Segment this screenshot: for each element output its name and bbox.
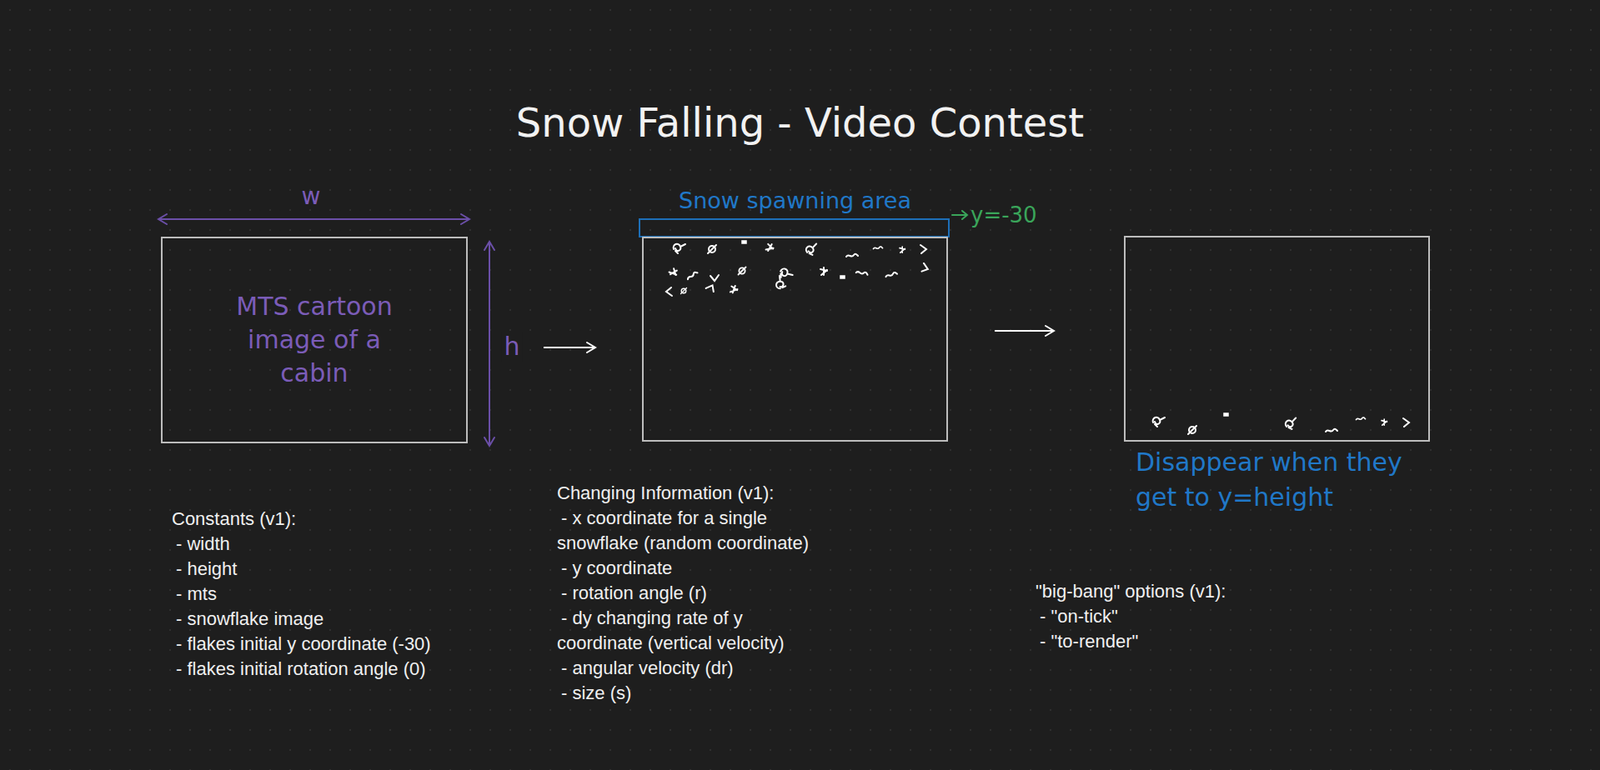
snowflake <box>1325 429 1338 432</box>
snowflake <box>742 240 747 244</box>
list-item: - angular velocity (dr) <box>556 656 823 682</box>
width-dimension <box>158 214 470 225</box>
snowflakes-falling <box>666 240 930 296</box>
snowflake <box>775 275 788 291</box>
spawn-area <box>639 219 949 237</box>
snowflake <box>1403 418 1410 427</box>
list-heading: Constants (v1): <box>171 506 531 532</box>
list-heading: Changing Information (v1): <box>556 481 823 507</box>
dimension-label: h <box>501 331 522 362</box>
list-item: - rotation angle (r) <box>556 581 823 607</box>
list-item: - dy changing rate of y coordinate (vert… <box>556 606 823 657</box>
snowflake <box>729 285 739 295</box>
snowflake <box>673 244 686 254</box>
snowflake <box>707 245 717 254</box>
arrow-head <box>586 342 596 353</box>
list-item: - width <box>171 531 531 557</box>
state-box: MTS cartoon image of a cabin <box>160 236 468 444</box>
dimension-line <box>484 241 495 447</box>
diagram-title: Snow Falling - Video Contest <box>0 98 1600 147</box>
snowflake <box>686 270 698 280</box>
snowflake <box>738 267 747 276</box>
snowflake <box>805 243 820 256</box>
snowflake <box>899 246 905 253</box>
snowflake <box>1381 419 1387 426</box>
list-item: - x coordinate for a single snowflake (r… <box>556 506 823 557</box>
height-dimension <box>484 241 495 447</box>
box-text: MTS cartoon image of a cabin <box>210 290 419 391</box>
list-item: - snowflake image <box>171 606 531 632</box>
transition-arrow <box>467 342 643 353</box>
snowflake <box>885 272 898 278</box>
list-item: - "to-render" <box>1035 629 1370 655</box>
snowflake <box>668 267 679 277</box>
state-box: Disappear when they get to y=height <box>1123 235 1430 442</box>
snowflake <box>846 254 858 257</box>
snowflake <box>1153 417 1165 427</box>
arrow-line <box>467 346 643 349</box>
list-heading: "big-bang" options (v1): <box>1035 579 1370 605</box>
snowflake <box>681 288 688 295</box>
list-item: - flakes initial rotation angle (0) <box>171 657 531 683</box>
state-box: Snow spawning area <box>642 236 948 442</box>
arrow-head <box>1045 326 1054 337</box>
note-list: Changing Information (v1):- x coordinate… <box>556 481 823 707</box>
arrow-line <box>947 330 1124 332</box>
snowflake <box>1188 426 1197 435</box>
snowflake <box>856 270 868 276</box>
dimension-label: w <box>301 182 322 211</box>
snowflake <box>920 245 927 254</box>
note-list: Constants (v1):- width- height- mts- sno… <box>171 506 531 683</box>
snowflake <box>1284 417 1300 431</box>
snowflake <box>706 283 717 293</box>
box-heading: Snow spawning area <box>643 186 947 216</box>
coordinate-label: y=-30 <box>970 201 1038 229</box>
box-heading: Disappear when they get to y=height <box>1135 445 1411 516</box>
snowflake <box>710 275 719 281</box>
snowflakes-landed <box>1153 413 1410 435</box>
list-item: - size (s) <box>556 681 823 707</box>
snowflake <box>921 263 930 274</box>
dimension-line <box>158 214 470 225</box>
snowflake <box>820 267 828 276</box>
snowflake <box>1223 413 1229 417</box>
list-item: - flakes initial y coordinate (-30) <box>171 631 531 658</box>
snowflake <box>872 246 883 250</box>
note-list: "big-bang" options (v1):- "on-tick"- "to… <box>1035 579 1370 655</box>
snowflake <box>666 287 673 296</box>
snowflake <box>765 242 775 253</box>
list-item: - y coordinate <box>556 556 823 582</box>
snowflake <box>840 275 845 279</box>
pointer-arrow <box>952 210 968 220</box>
list-item: - mts <box>171 581 531 607</box>
transition-arrow <box>947 326 1124 337</box>
list-item: - height <box>171 556 531 582</box>
list-item: - "on-tick" <box>1035 604 1370 630</box>
snowflake <box>1355 417 1365 421</box>
